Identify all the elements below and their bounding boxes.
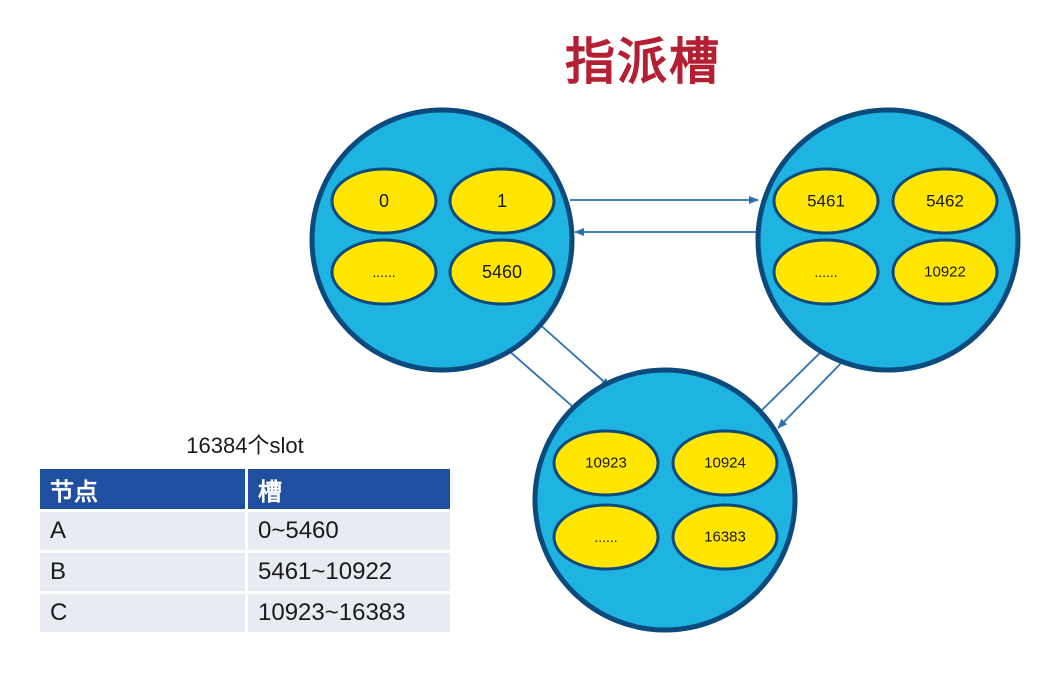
slot-label: 5460	[482, 262, 522, 282]
table-caption: 16384个slot	[186, 433, 304, 458]
slot-label: 1	[497, 191, 507, 211]
cell-slot-range: 10923~16383	[248, 594, 450, 632]
slot-cell: 5462	[891, 167, 999, 235]
cell-node: A	[40, 512, 248, 550]
slot-cell: ......	[772, 238, 880, 306]
slot-label: 5461	[807, 192, 845, 211]
table-row: A 0~5460	[40, 512, 450, 550]
connection-arrows	[499, 196, 848, 429]
table-row: B 5461~10922	[40, 553, 450, 591]
slot-label: 16383	[704, 529, 746, 546]
table-row: C 10923~16383	[40, 594, 450, 632]
node-c-circle	[532, 367, 798, 633]
arrow-b-to-c	[777, 356, 848, 429]
slot-label: ......	[372, 264, 395, 280]
slot-label: ......	[594, 529, 617, 545]
slot-cell: 16383	[671, 503, 779, 571]
cell-node: B	[40, 553, 248, 591]
slot-cell: 10924	[671, 429, 779, 497]
slot-label: 0	[379, 191, 389, 211]
node-a-circle	[309, 107, 575, 373]
slot-label: 10923	[585, 455, 627, 472]
node-c: 10923 10924 ...... 16383	[532, 367, 798, 633]
cell-slot-range: 5461~10922	[248, 553, 450, 591]
slot-cell: ......	[330, 238, 438, 306]
slot-cell: 1	[448, 167, 556, 235]
slot-cell: 0	[330, 167, 438, 235]
slot-cell: ......	[552, 503, 660, 571]
slot-assignment-table: 节点 槽 A 0~5460 B 5461~10922 C 10923~16383	[40, 466, 450, 635]
arrow-a-to-c	[536, 321, 611, 388]
arrow-c-to-b	[761, 342, 831, 411]
page-title: 指派槽	[565, 33, 721, 91]
slot-label: 5462	[926, 192, 964, 211]
cell-slot-range: 0~5460	[248, 512, 450, 550]
slot-cell: 5460	[448, 238, 556, 306]
header-node: 节点	[40, 469, 248, 509]
node-b-circle	[755, 107, 1021, 373]
slot-label: 10924	[704, 455, 746, 472]
slot-cell: 10923	[552, 429, 660, 497]
slot-label: ......	[814, 264, 837, 280]
node-b: 5461 5462 ...... 10922	[755, 107, 1021, 373]
slot-label: 10922	[924, 264, 966, 281]
arrow-c-to-a	[499, 342, 573, 407]
node-a: 0 1 ...... 5460	[309, 107, 575, 373]
table-header-row: 节点 槽	[40, 469, 450, 509]
slot-cell: 10922	[891, 238, 999, 306]
header-slot: 槽	[248, 469, 450, 509]
cell-node: C	[40, 594, 248, 632]
slot-cell: 5461	[772, 167, 880, 235]
